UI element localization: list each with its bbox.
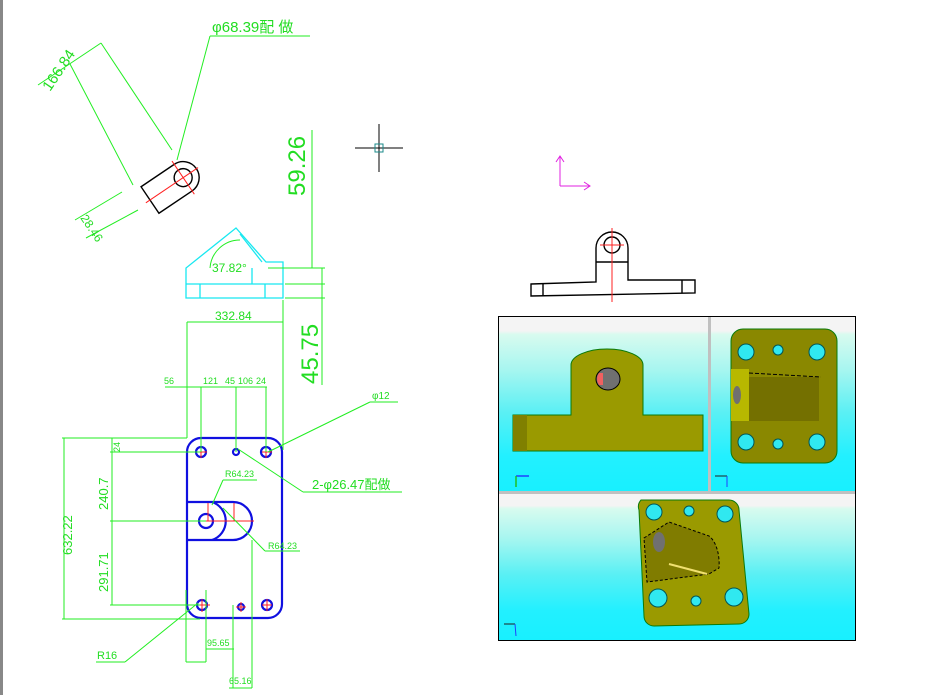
lower-dim-291: 291.71	[96, 552, 111, 592]
top-dim-56: 56	[164, 376, 174, 386]
crosshair-cursor-icon	[355, 124, 403, 172]
bottom-dim-65: 65.16	[229, 676, 252, 686]
width-dim-332: 332.84	[215, 309, 252, 323]
upper-dim-240: 240.7	[96, 477, 111, 510]
top-dim-106: 106	[238, 376, 253, 386]
radius-dim-1: R64.23	[225, 469, 254, 479]
ucs-axis-icon	[555, 155, 591, 191]
viewport-iso[interactable]	[499, 494, 855, 640]
height-dim-45: 45.75	[297, 324, 324, 384]
bottom-dim-95: 95.65	[207, 638, 230, 648]
height-dim-59: 59.26	[284, 136, 311, 196]
width-dim-28: 28.46	[78, 212, 107, 245]
radius-dim-2: R64.23	[268, 541, 297, 551]
hole-note-12: φ12	[372, 391, 390, 402]
corner-radius-dim: R16	[97, 650, 117, 662]
top-dim-45: 45	[225, 376, 235, 386]
viewport-splitter-horizontal[interactable]	[499, 491, 855, 494]
top-offset-dim: 24	[112, 442, 122, 452]
plan-view: 332.84 56 121 45 106 24 632.22 240.7 291…	[60, 300, 402, 689]
top-slot-view: 166.84 φ68.39配 做 28.46	[37, 19, 310, 245]
top-dim-121: 121	[203, 376, 218, 386]
angle-dim: 37.82°	[212, 261, 247, 275]
hole-pair-note: 2-φ26.47配做	[312, 477, 391, 492]
hole-note-68: φ68.39配 做	[212, 19, 293, 36]
viewport-splitter-vertical[interactable]	[708, 317, 711, 491]
top-dim-24: 24	[256, 376, 266, 386]
viewport-front[interactable]	[499, 317, 708, 491]
viewport-top[interactable]	[711, 317, 855, 491]
total-height-dim: 632.22	[60, 515, 75, 555]
3d-viewport-panel[interactable]	[498, 316, 856, 641]
front-view	[530, 228, 696, 302]
side-view: 37.82° 59.26 45.75	[185, 130, 325, 385]
window-left-edge	[0, 0, 3, 695]
